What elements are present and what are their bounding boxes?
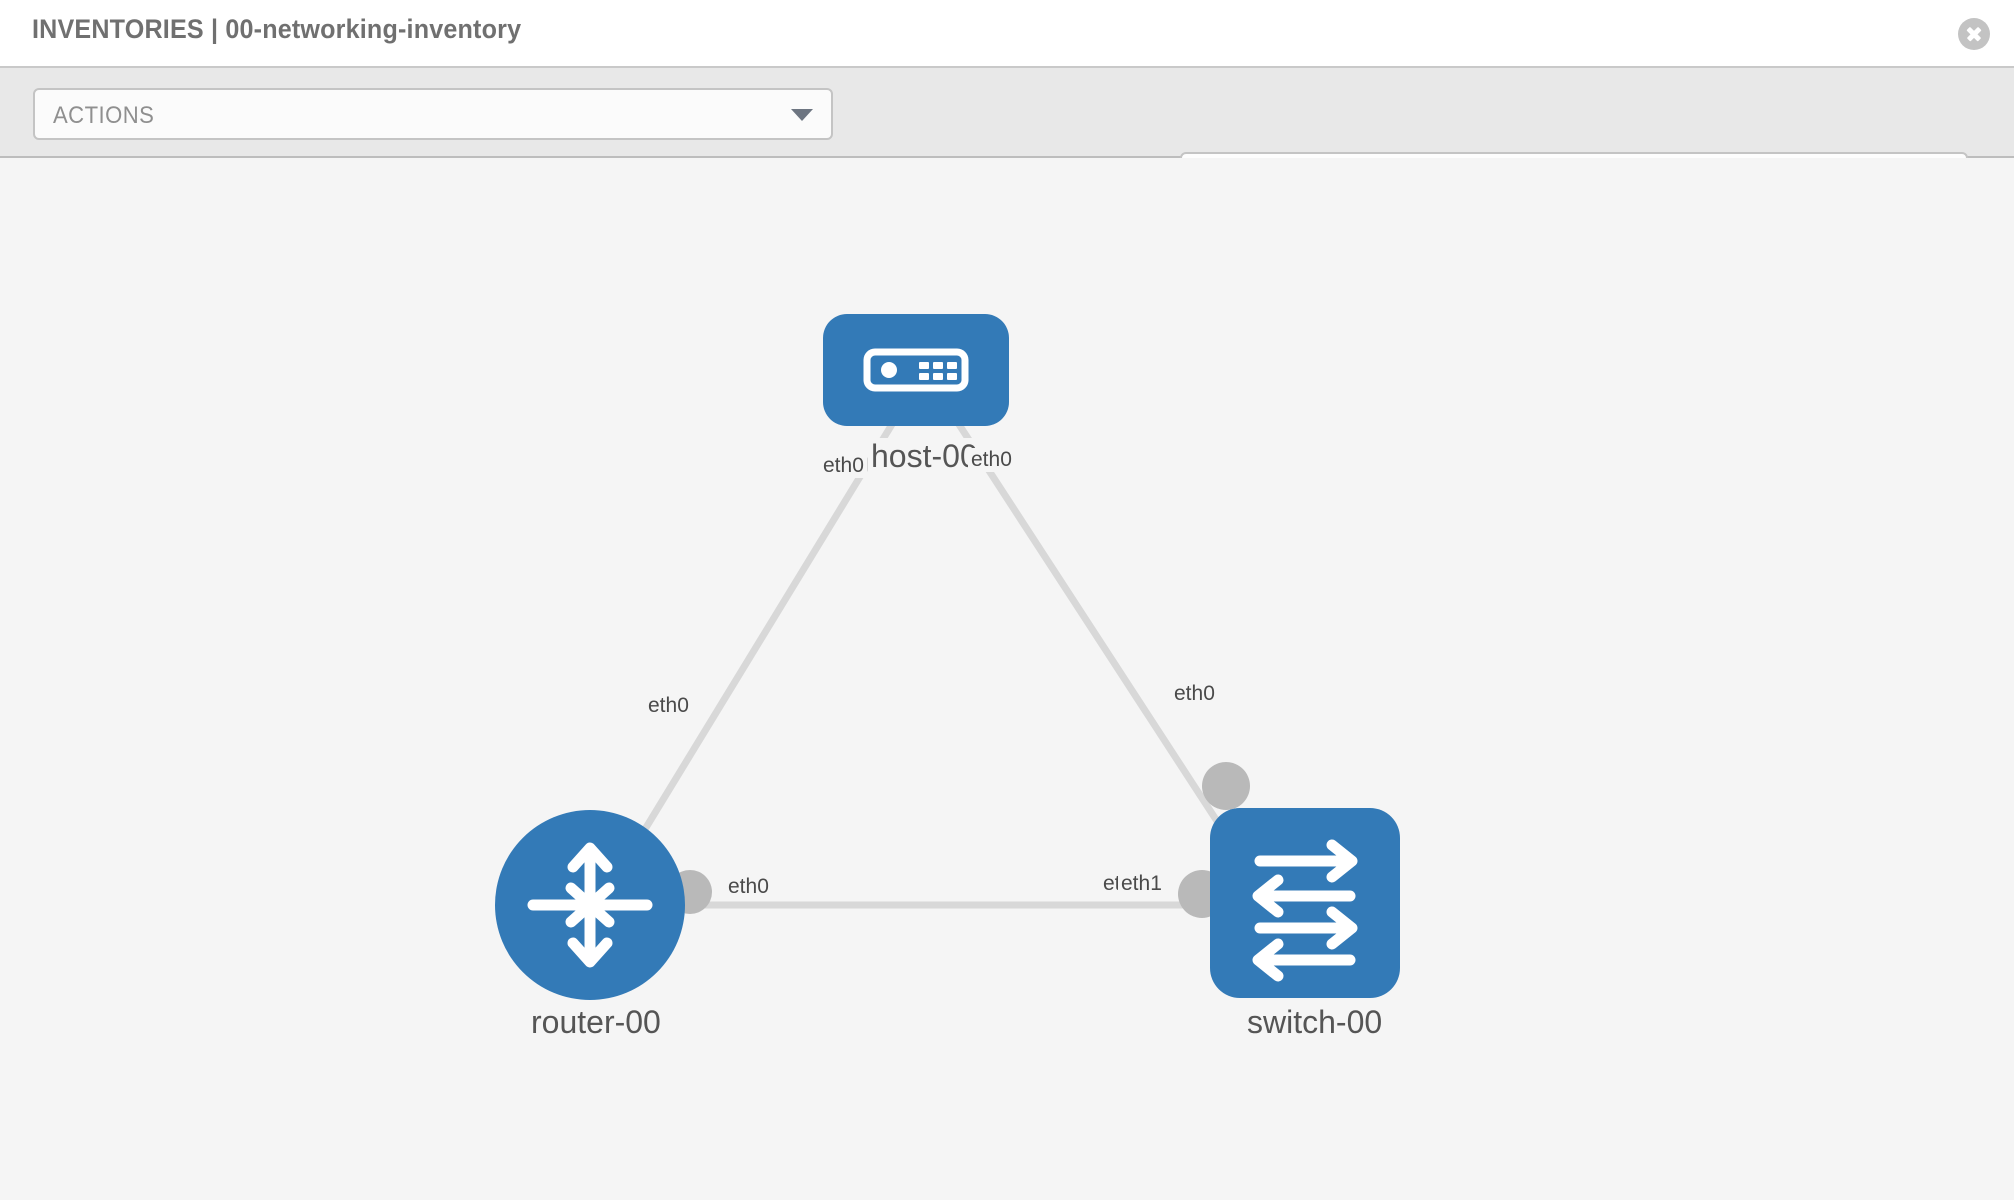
iface-label-switch-up: eth0: [1171, 682, 1218, 706]
topology-canvas[interactable]: host-00 eth0 eth0 router-00 eth0 eth0 sw…: [0, 158, 2014, 1200]
node-label-host-00: host-00: [868, 438, 981, 475]
close-icon[interactable]: [1958, 18, 1990, 50]
actions-dropdown[interactable]: ACTIONS: [33, 88, 833, 140]
link-host-router: [596, 399, 909, 907]
connector-switch-top: [1202, 762, 1250, 810]
node-label-switch-00: switch-00: [1244, 1004, 1386, 1041]
iface-label-host-right: eth0: [968, 448, 1015, 472]
page-title: INVENTORIES | 00-networking-inventory: [32, 14, 522, 44]
node-host-00[interactable]: [823, 314, 1009, 426]
iface-label-switch-left-b: eth1: [1118, 872, 1165, 896]
actions-dropdown-label: ACTIONS: [53, 102, 155, 129]
page-header: INVENTORIES | 00-networking-inventory: [0, 0, 2014, 68]
node-switch-00[interactable]: [1210, 808, 1400, 998]
chevron-down-icon: [791, 109, 813, 121]
iface-label-host-left: eth0: [820, 454, 867, 478]
toolbar: ACTIONS SEARCH: [0, 68, 2014, 210]
iface-label-router-right: eth0: [725, 875, 772, 899]
node-router-00[interactable]: [495, 810, 685, 1000]
node-label-router-00: router-00: [528, 1004, 664, 1041]
iface-label-router-up: eth0: [645, 694, 692, 718]
